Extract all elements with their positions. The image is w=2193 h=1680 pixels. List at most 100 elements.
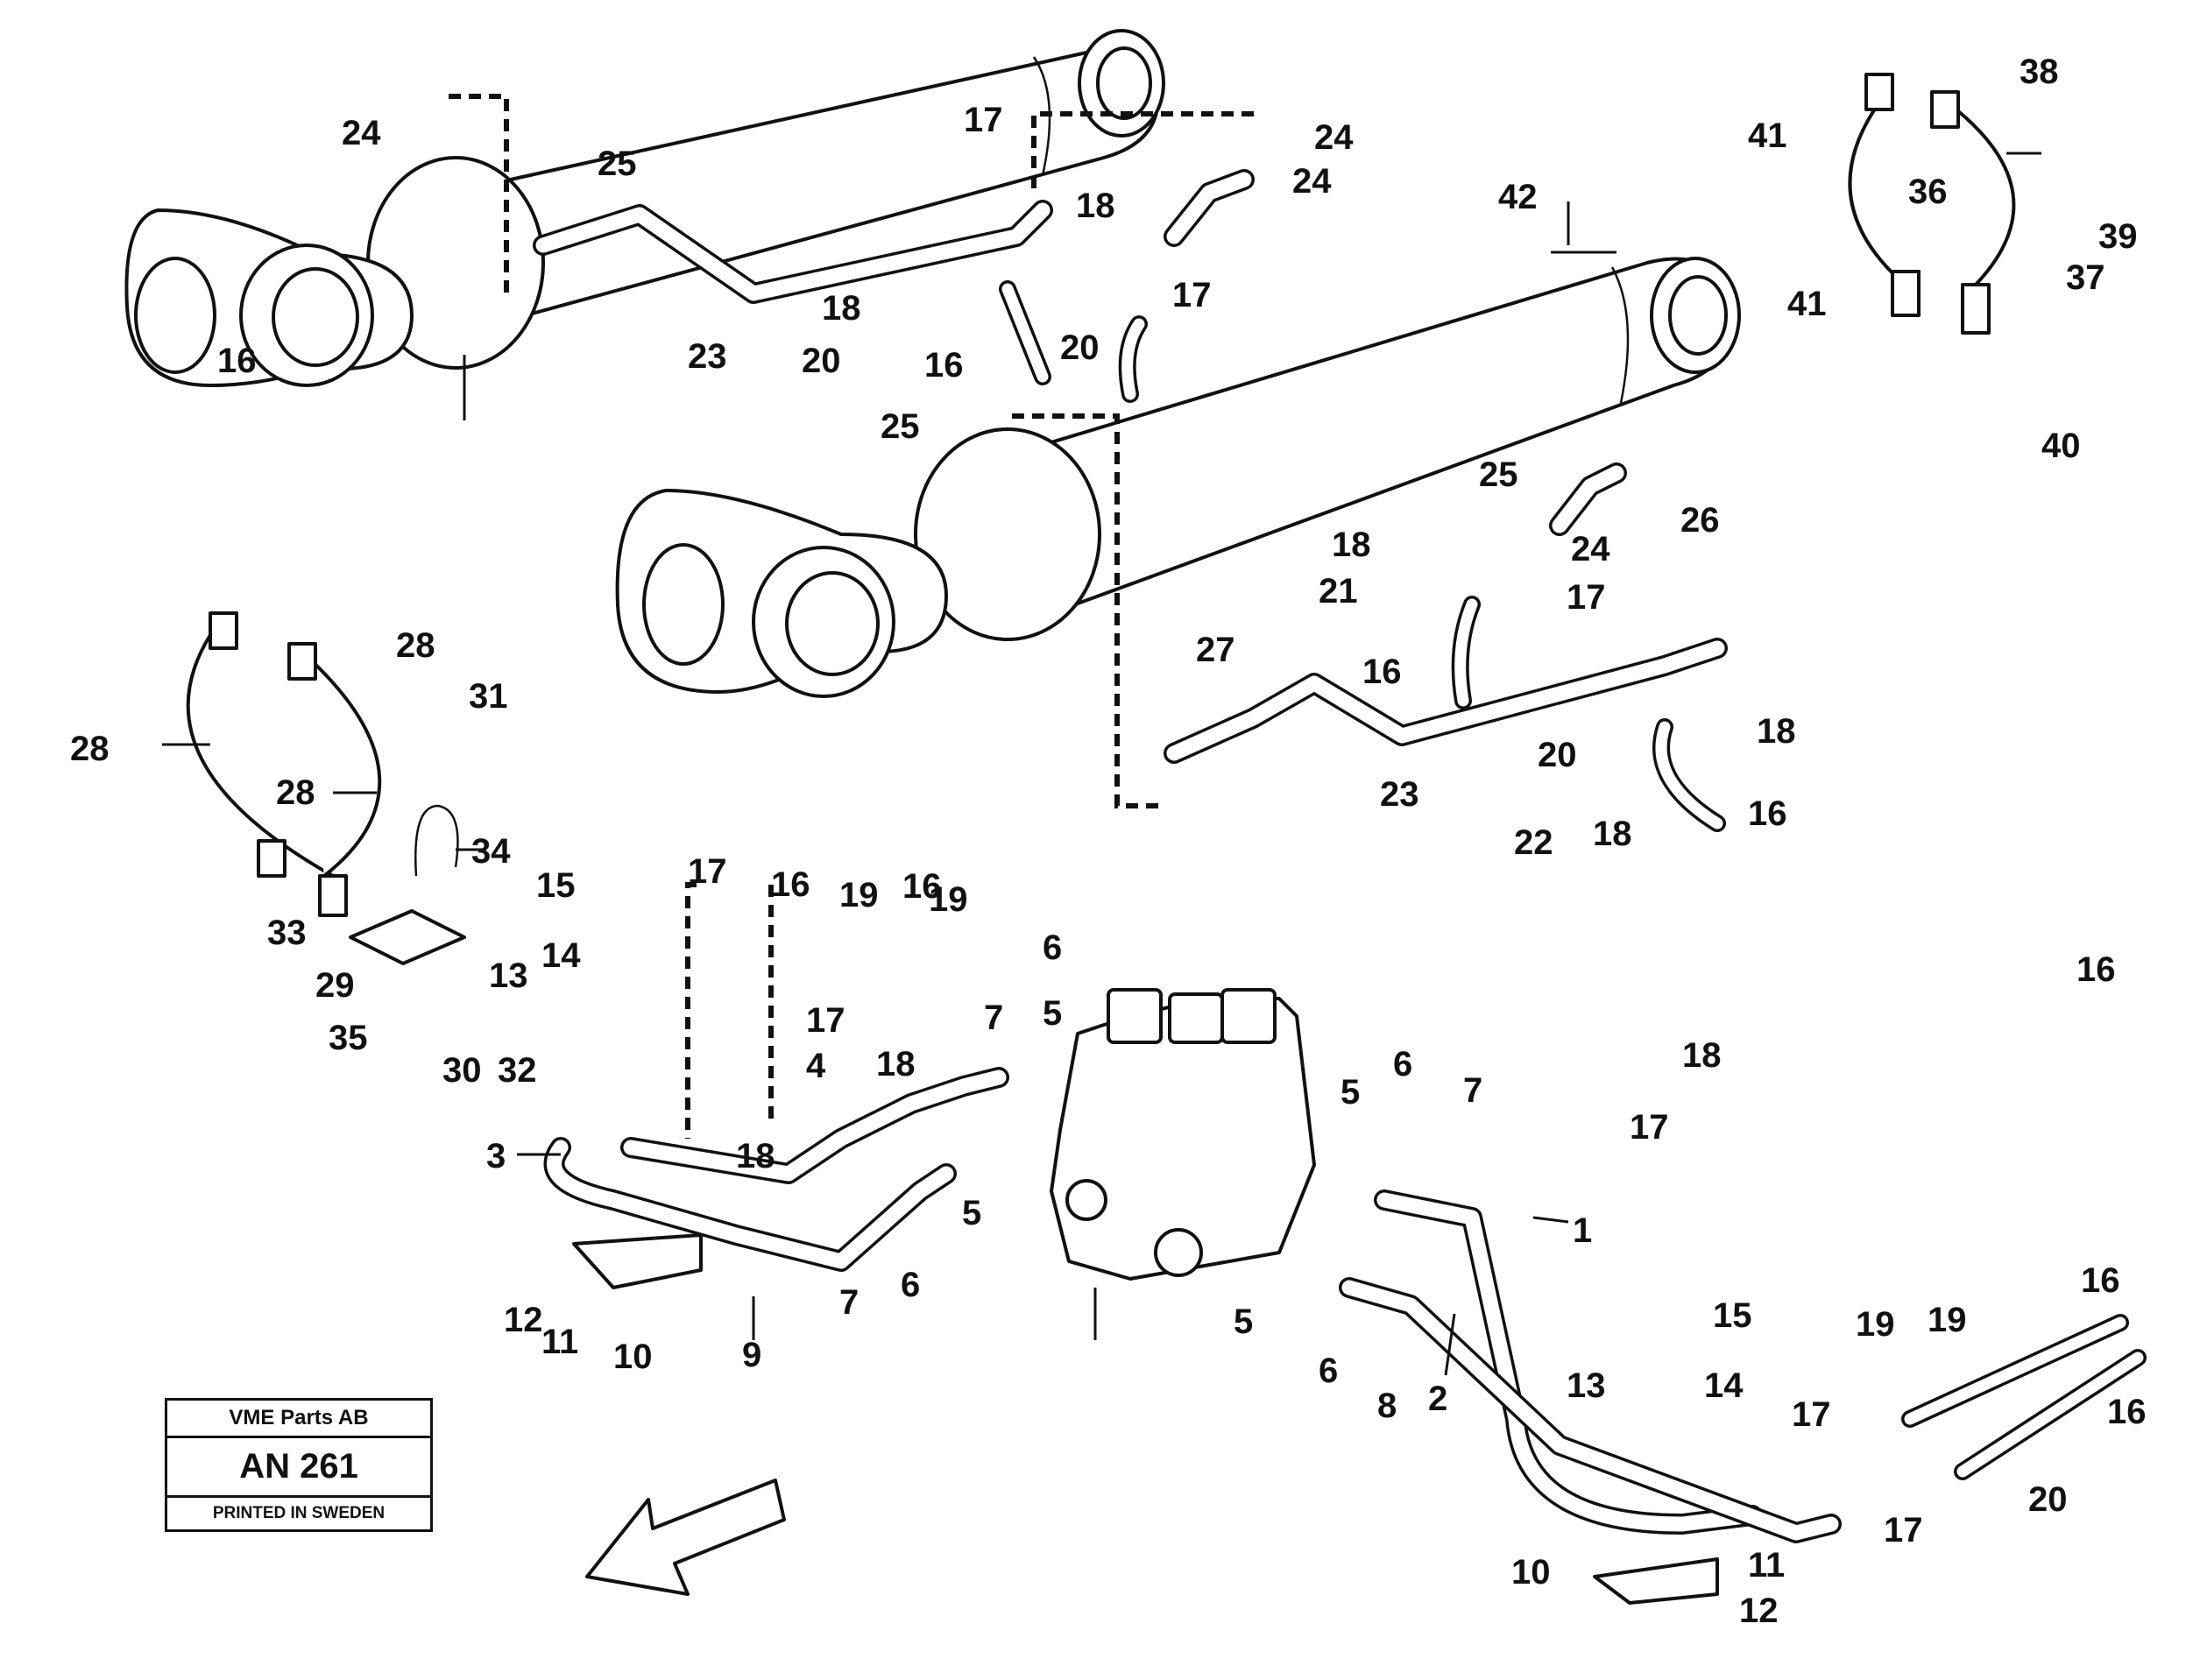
callout: 16	[2081, 1261, 2120, 1300]
callout: 28	[276, 773, 315, 812]
callout: 16	[2107, 1393, 2147, 1431]
callout: 16	[1362, 653, 1402, 691]
callout: 22	[1514, 823, 1553, 862]
callout: 11	[1748, 1546, 1785, 1585]
direction-arrow	[585, 1479, 786, 1596]
callout: 1	[1573, 1211, 1592, 1250]
callout: 18	[1332, 526, 1371, 564]
callout: 24	[1571, 530, 1610, 568]
callout: 25	[1479, 455, 1518, 494]
callout: 18	[1076, 187, 1115, 225]
callout: 33	[267, 914, 307, 952]
callout: 13	[489, 956, 528, 995]
callout: 36	[1908, 173, 1948, 211]
callout: 15	[536, 866, 576, 905]
callout: 7	[1463, 1071, 1482, 1110]
callout: 10	[613, 1338, 653, 1376]
callout: 17	[1792, 1395, 1831, 1434]
stamp-code: AN 261	[167, 1438, 430, 1498]
callouts: 1 2 3 4 5 5 5 5 6 6 6 6 7 7 7 8 9 10 10 …	[70, 53, 2147, 1630]
callout: 2	[1428, 1380, 1447, 1418]
callout: 17	[688, 852, 727, 891]
clamps	[186, 73, 2016, 965]
lift-cylinder-upper	[124, 29, 1165, 387]
callout: 24	[1292, 162, 1332, 201]
callout: 21	[1319, 572, 1358, 611]
callout: 16	[771, 865, 810, 904]
callout: 39	[2098, 217, 2138, 256]
callout: 17	[1567, 578, 1606, 617]
callout: 6	[1393, 1045, 1412, 1084]
callout: 5	[962, 1194, 981, 1232]
leader-lines	[162, 152, 2041, 1376]
callout: 14	[1704, 1366, 1744, 1405]
callout: 20	[1538, 736, 1577, 774]
callout: 17	[964, 101, 1003, 139]
callout: 19	[1928, 1301, 1967, 1339]
callout: 42	[1498, 178, 1538, 216]
callout: 30	[442, 1051, 482, 1090]
callout: 5	[1043, 994, 1062, 1033]
callout: 31	[469, 677, 508, 716]
callout: 16	[902, 867, 942, 906]
callout: 14	[541, 936, 581, 975]
callout: 20	[2028, 1480, 2068, 1519]
callout: 24	[1314, 118, 1354, 157]
callout: 6	[901, 1266, 920, 1304]
callout: 18	[736, 1137, 775, 1175]
callout: 41	[1748, 116, 1787, 155]
stamp-footer: PRINTED IN SWEDEN	[212, 1504, 386, 1522]
callout: 29	[315, 966, 355, 1005]
callout: 40	[2041, 427, 2081, 465]
callout: 20	[1060, 328, 1100, 367]
callout: 19	[839, 876, 879, 914]
callout: 24	[342, 114, 381, 152]
callout: 9	[742, 1336, 761, 1374]
callout: 32	[498, 1051, 537, 1090]
callout: 18	[822, 289, 861, 328]
callout: 27	[1196, 631, 1235, 669]
callout: 17	[1172, 276, 1212, 314]
callout: 16	[217, 342, 257, 380]
callout: 35	[329, 1019, 368, 1057]
callout: 41	[1787, 285, 1827, 323]
callout: 16	[924, 346, 964, 385]
callout: 7	[984, 999, 1003, 1037]
callout: 18	[1682, 1036, 1722, 1075]
callout: 6	[1043, 928, 1062, 967]
callout: 7	[839, 1283, 859, 1322]
callout: 18	[1757, 712, 1796, 751]
callout: 17	[806, 1001, 845, 1040]
callout: 23	[1380, 775, 1419, 814]
callout: 8	[1377, 1387, 1397, 1425]
callout: 17	[1884, 1511, 1923, 1549]
callout: 23	[688, 337, 727, 376]
control-valve-and-pipes	[543, 882, 2147, 1605]
callout: 26	[1680, 501, 1720, 540]
callout: 6	[1319, 1352, 1338, 1390]
callout: 18	[1593, 815, 1632, 853]
callout: 11	[541, 1323, 578, 1361]
callout: 16	[1748, 794, 1787, 833]
callout: 18	[876, 1045, 916, 1084]
callout: 10	[1511, 1553, 1551, 1592]
callout: 25	[881, 407, 920, 446]
callout: 28	[396, 626, 435, 665]
callout: 25	[598, 145, 637, 183]
callout: 19	[929, 880, 968, 919]
callout: 19	[1856, 1305, 1895, 1344]
callout: 13	[1567, 1366, 1606, 1405]
stamp-company: VME Parts AB	[167, 1401, 430, 1438]
hoses-and-pipes-upper	[449, 94, 1728, 832]
callout: 34	[471, 832, 511, 871]
callout: 5	[1341, 1073, 1360, 1112]
callout: 37	[2066, 258, 2105, 297]
callout: 38	[2020, 53, 2059, 91]
callout: 28	[70, 730, 110, 768]
callout: 20	[802, 342, 841, 380]
callout: 12	[1739, 1592, 1779, 1630]
callout: 17	[1630, 1108, 1669, 1147]
title-stamp: VME Parts AB AN 261 PRINTED IN SWEDEN	[165, 1398, 433, 1532]
callout: 5	[1234, 1302, 1253, 1341]
